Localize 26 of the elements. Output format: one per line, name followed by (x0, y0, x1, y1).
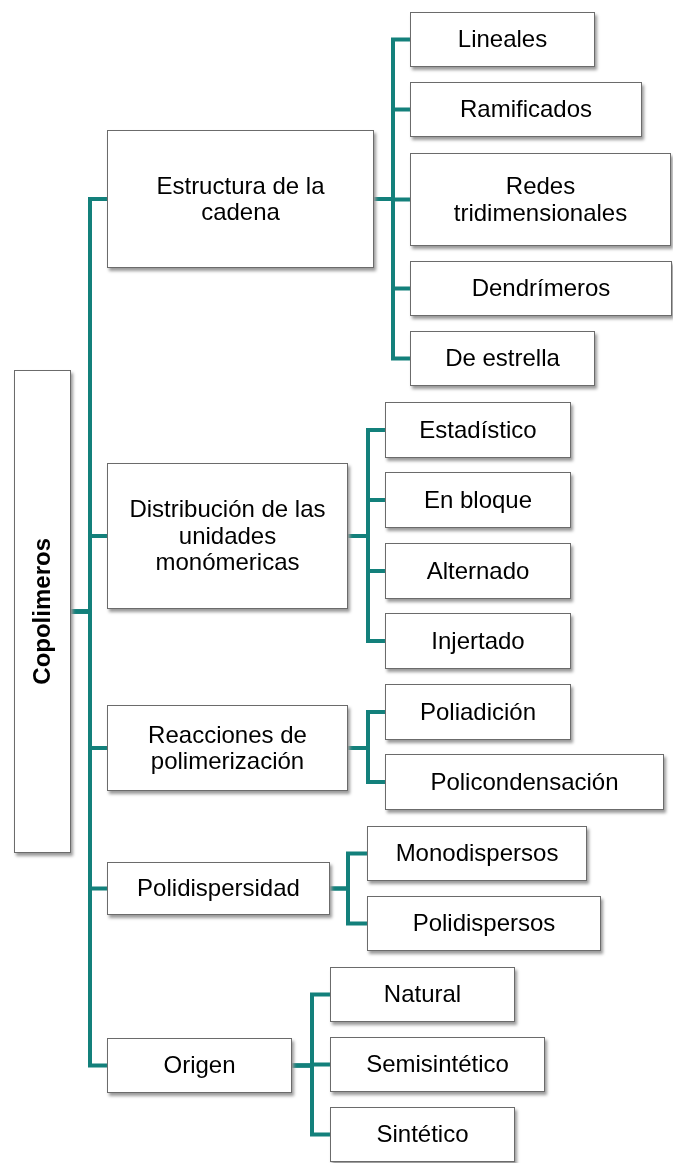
category-box: Semisintético (330, 1037, 545, 1092)
category-box: Natural (330, 967, 515, 1022)
connector-line (374, 197, 410, 361)
category-box: Distribución de las unidades monómericas (107, 463, 348, 609)
category-box: Dendrímeros (410, 261, 672, 316)
category-box: Policondensación (385, 754, 664, 810)
category-box: Ramificados (410, 82, 642, 137)
category-box: En bloque (385, 472, 571, 528)
category-box: Sintético (330, 1107, 515, 1162)
category-box: Lineales (410, 12, 595, 67)
category-box: Redes tridimensionales (410, 153, 671, 246)
category-box: Poliadición (385, 684, 571, 740)
connector-line (292, 1063, 330, 1137)
category-box: Polidispersos (367, 896, 601, 951)
category-box: Monodispersos (367, 826, 587, 881)
category-box: Estadístico (385, 402, 571, 458)
category-box: Origen (107, 1038, 292, 1093)
category-box: Polidispersidad (107, 862, 330, 915)
root-box: Copolimeros (14, 370, 71, 853)
category-box: De estrella (410, 331, 595, 386)
connector-line (330, 886, 367, 926)
connector-line (71, 609, 107, 1068)
category-box: Estructura de la cadena (107, 130, 374, 268)
category-box: Alternado (385, 543, 571, 599)
category-box: Reacciones de polimerización (107, 705, 348, 791)
category-box: Injertado (385, 613, 571, 669)
